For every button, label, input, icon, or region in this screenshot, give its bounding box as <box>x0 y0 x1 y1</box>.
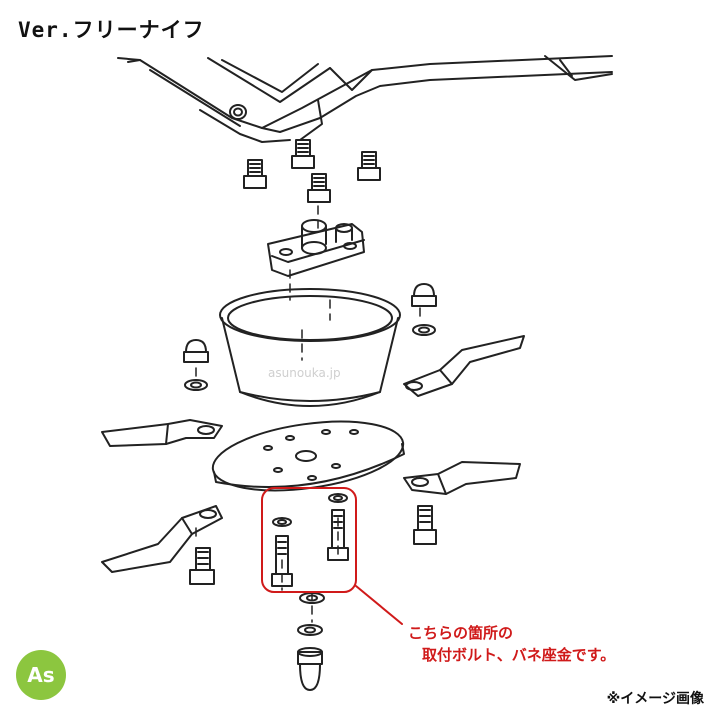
blade-left-upper <box>101 419 223 447</box>
mounting-bracket <box>267 219 365 277</box>
callout-text: こちらの箇所の 取付ボルト、バネ座金です。 <box>408 622 615 666</box>
blade-left-lower <box>101 505 223 573</box>
cap-nut-right <box>411 283 437 336</box>
frame-housing <box>117 55 613 143</box>
blade-right-upper <box>403 335 525 397</box>
watermark: asunouka.jp <box>268 366 341 380</box>
axis-lines <box>195 205 421 623</box>
callout-line-2: 取付ボルト、バネ座金です。 <box>422 646 616 664</box>
top-bolt-right <box>357 151 381 181</box>
bottom-nut-stack <box>297 592 325 691</box>
cap-nut-left <box>183 339 209 391</box>
mounting-bolts-highlighted <box>271 493 349 587</box>
bowl-cup <box>219 288 401 407</box>
top-bolt-center <box>291 139 315 169</box>
image-note: ※イメージ画像 <box>606 691 704 707</box>
top-bolt-left <box>243 159 267 189</box>
disc-plate <box>211 420 405 492</box>
top-bolt-lower <box>307 173 331 203</box>
highlight-callout <box>261 487 403 625</box>
blade-right-lower <box>403 461 521 495</box>
callout-line-1: こちらの箇所の <box>408 624 514 642</box>
blade-bolt-right <box>413 505 437 545</box>
brand-logo: As <box>16 650 66 700</box>
blade-bolt-left <box>189 547 215 585</box>
page-title: Ver.フリーナイフ <box>18 18 205 42</box>
logo-text: As <box>27 663 55 687</box>
